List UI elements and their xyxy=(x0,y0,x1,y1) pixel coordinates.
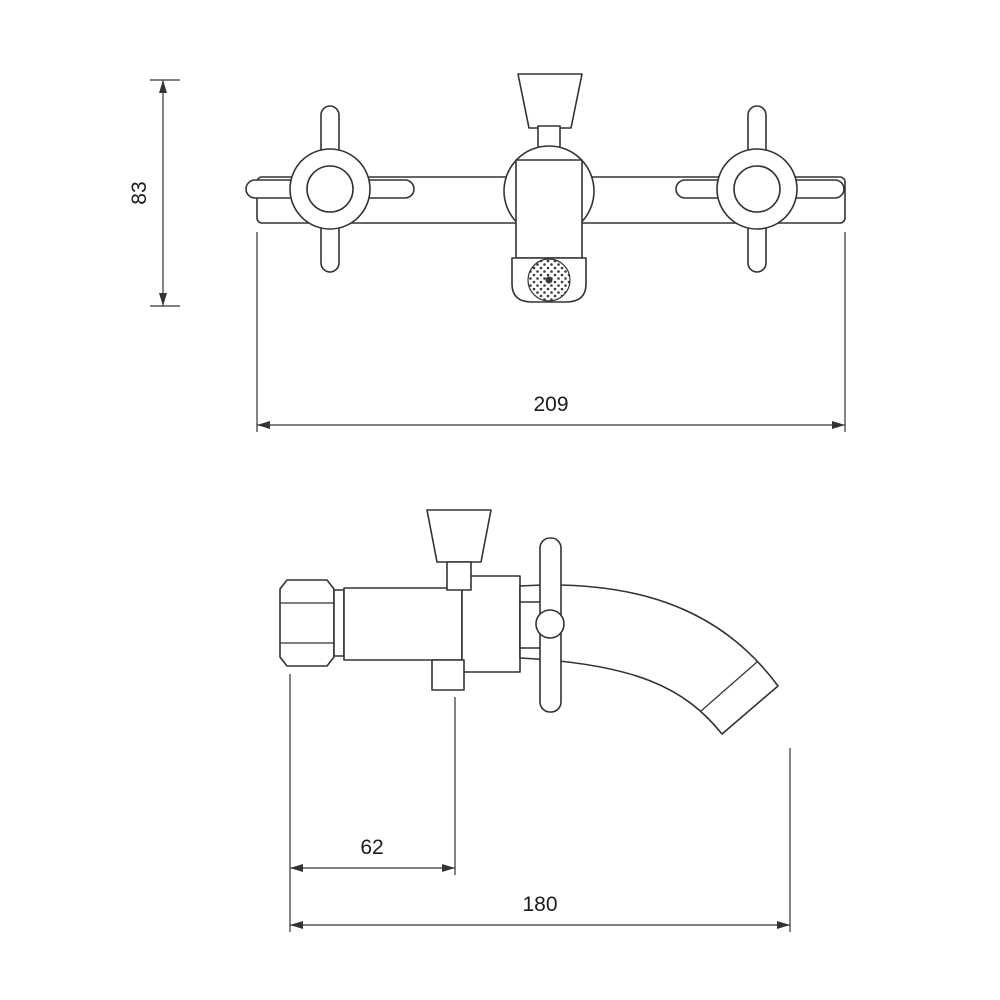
height-dimension-label: 83 xyxy=(128,181,151,204)
side-knob-stem xyxy=(446,561,472,591)
width-dimension-label: 209 xyxy=(533,393,568,416)
right-handle-hub-inner xyxy=(733,165,781,213)
spout-tip-cap-line xyxy=(700,661,758,712)
front-view xyxy=(245,73,846,303)
body-depth-dimension-label: 62 xyxy=(360,836,383,859)
left-cross-handle xyxy=(245,105,415,273)
right-handle-hub xyxy=(716,148,798,230)
side-escutcheon xyxy=(461,575,521,673)
side-diverter-knob xyxy=(426,509,492,563)
left-handle-hub-inner xyxy=(306,165,354,213)
left-handle-hub xyxy=(289,148,371,230)
diverter-knob xyxy=(517,73,583,129)
wall-connector-nut xyxy=(279,579,335,667)
width-dimension: 209 xyxy=(256,232,846,432)
body-depth-dimension: 62 xyxy=(289,674,456,932)
center-spout-assembly xyxy=(503,73,595,303)
spout-tube xyxy=(515,159,583,259)
diverter-pull xyxy=(431,659,465,691)
hex-nut xyxy=(279,579,335,667)
right-cross-handle xyxy=(675,105,845,273)
connector-ring xyxy=(333,589,345,657)
height-dimension: 83 xyxy=(128,79,180,307)
aerator-center-dot xyxy=(545,276,553,284)
total-depth-dimension-label: 180 xyxy=(522,893,557,916)
side-handle-hub xyxy=(535,609,565,639)
valve-body xyxy=(343,587,463,661)
side-view xyxy=(279,509,779,735)
side-spout xyxy=(519,584,779,735)
total-depth-dimension: 180 xyxy=(290,748,791,932)
